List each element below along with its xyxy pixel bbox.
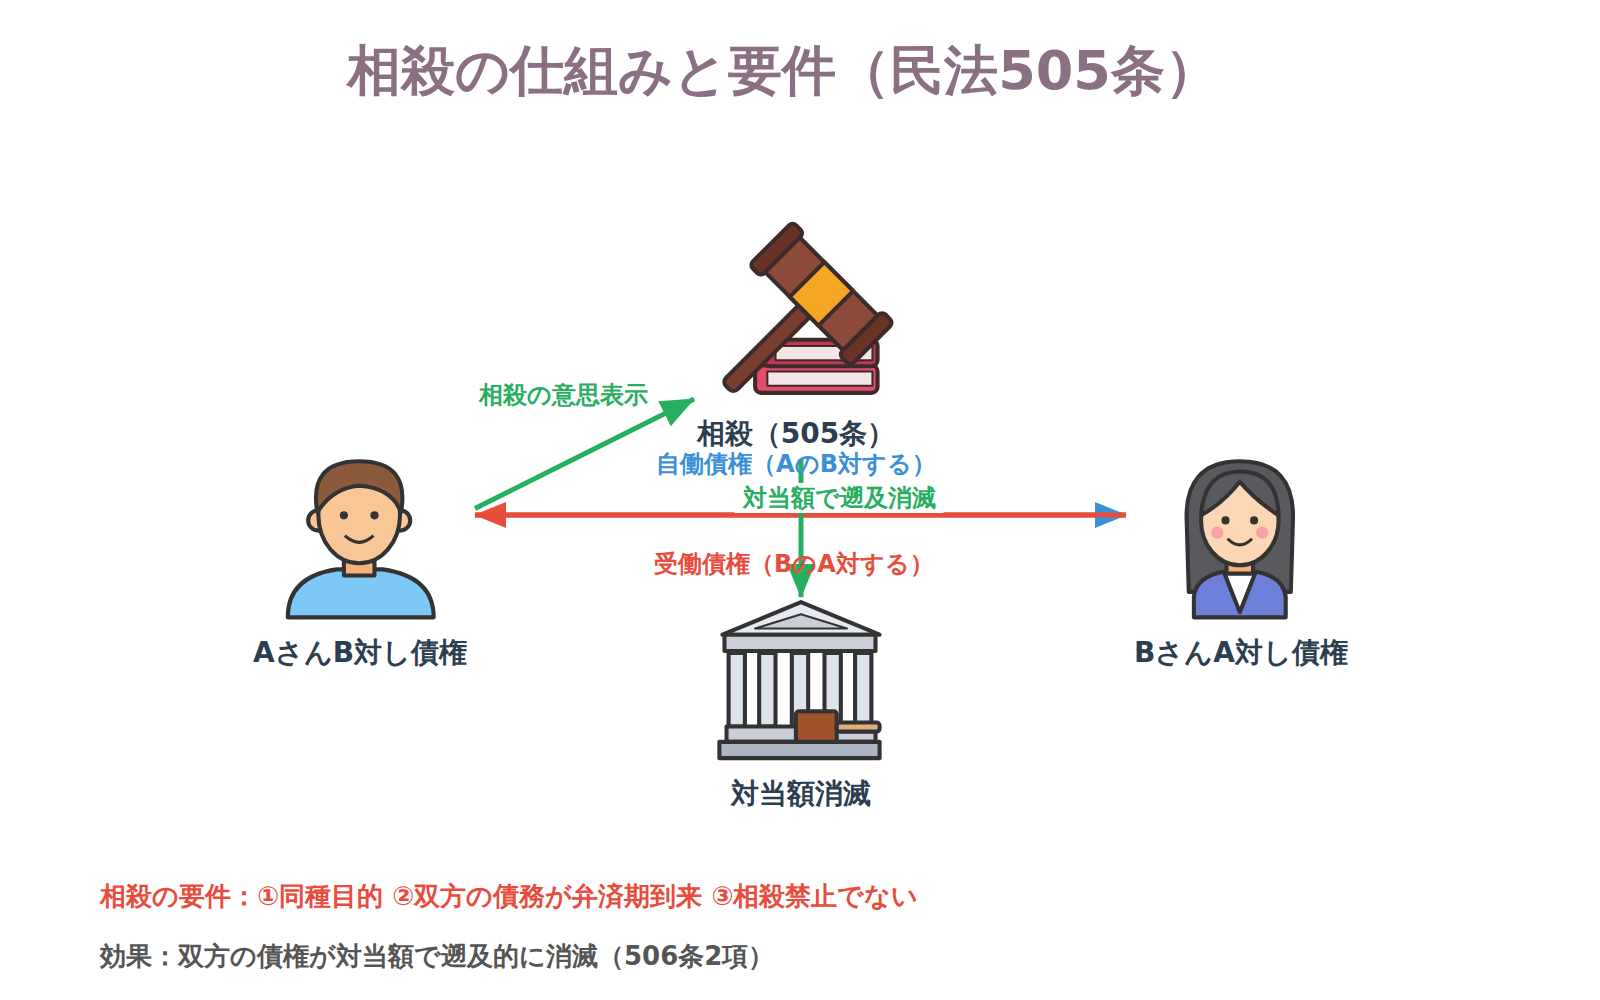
edge-label: 受働債権（BのA対する） — [646, 549, 942, 579]
diagram-title: 相殺の仕組みと要件（民法505条） — [347, 35, 1219, 108]
book-shape — [755, 365, 877, 393]
cheek-shape — [1256, 527, 1268, 539]
person-node: AさんB対し債権 — [245, 454, 475, 678]
smile-line — [1228, 539, 1252, 545]
person-node: BさんA対し債権 — [1126, 454, 1356, 678]
edge-label: 自働債権（AのB対する） — [648, 449, 944, 479]
column-shape — [729, 653, 745, 726]
eye-shape — [1250, 516, 1258, 524]
cheek-shape — [1211, 527, 1223, 539]
person-b-icon — [1187, 461, 1293, 617]
eye-shape — [1221, 516, 1229, 524]
gavel-handle — [722, 303, 813, 394]
smile-line — [345, 536, 374, 543]
person-a-icon — [288, 461, 434, 617]
collar-shape — [1224, 573, 1255, 612]
column-shape — [855, 653, 871, 726]
node-label: 対当額消滅 — [731, 777, 871, 811]
bangs-shape — [1201, 471, 1279, 515]
roof-shape — [722, 602, 879, 635]
note-text: 効果：双方の債権が対当額で遡及的に消滅（506条2項） — [100, 939, 774, 974]
gavel-icon — [677, 222, 893, 438]
node-label: AさんB対し債権 — [253, 636, 467, 670]
eye-shape — [370, 511, 378, 519]
offset-node: 相殺（505条） — [694, 237, 898, 459]
hair-shape — [316, 461, 402, 512]
book-pages — [767, 371, 872, 385]
eye-shape — [340, 511, 348, 519]
gavel-hammer — [677, 222, 893, 438]
node-label: BさんA対し債権 — [1134, 636, 1348, 670]
node-label: 相殺（505条） — [697, 417, 895, 451]
column-shape — [759, 653, 775, 726]
hair-back-shape — [1187, 461, 1293, 592]
note-text: 相殺の要件：①同種目的 ②双方の債務が弁済期到来 ③相殺禁止でない — [100, 879, 918, 914]
gavel-cap — [839, 311, 894, 366]
edge-label: 対当額で遡及消滅 — [735, 483, 944, 513]
gavel-cap — [749, 222, 804, 277]
gavel-handle — [837, 722, 880, 731]
gavel-band — [790, 262, 853, 325]
base-shape — [719, 742, 879, 758]
jacket-shape — [1194, 571, 1286, 617]
gavel-block — [796, 711, 837, 742]
edge-label: 相殺の意思表示 — [471, 380, 656, 410]
beam-shape — [724, 635, 875, 651]
result-node: 対当額消滅 — [699, 597, 903, 819]
courthouse-icon — [719, 602, 879, 758]
pediment-shape — [755, 614, 847, 628]
